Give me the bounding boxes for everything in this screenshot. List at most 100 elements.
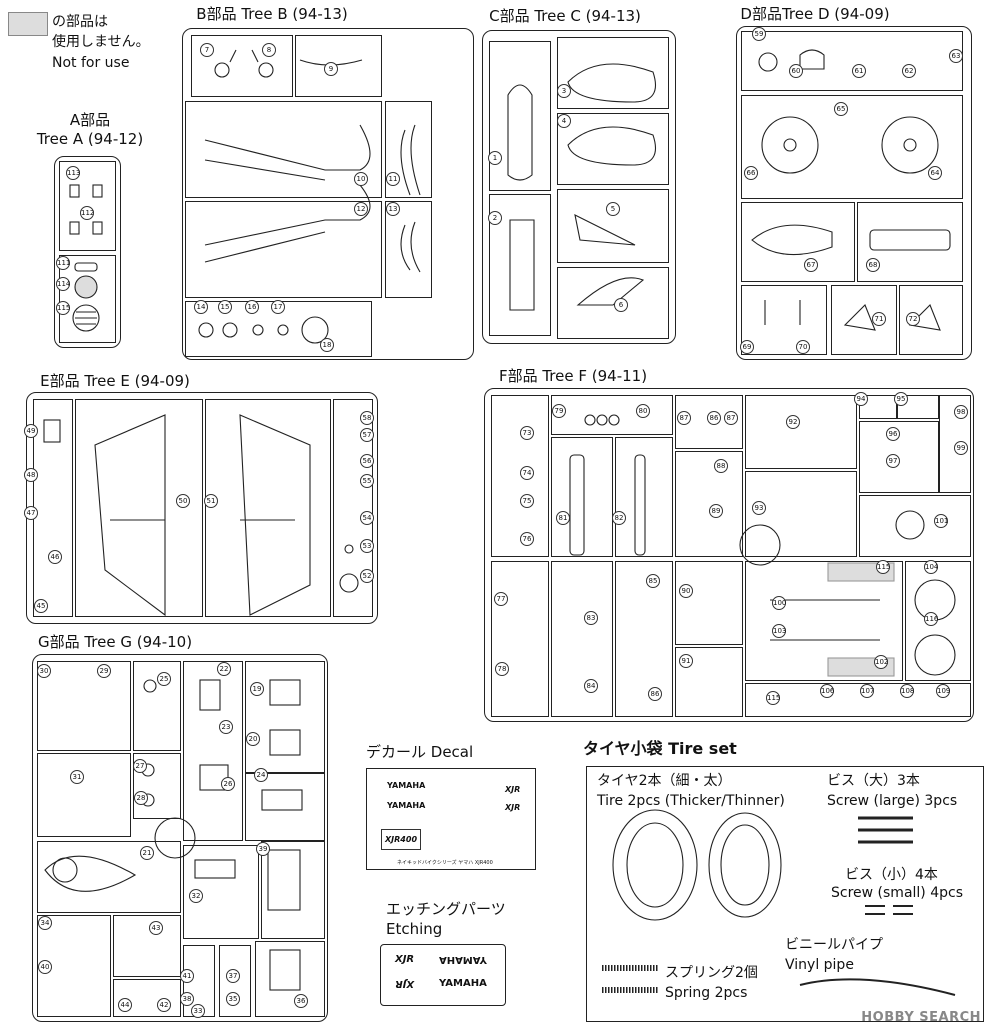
tree-f-cell-fork-r (551, 437, 613, 557)
part-number-badge: 115 (56, 301, 70, 315)
runner-hub-icon (739, 524, 781, 566)
part-number-badge: 66 (744, 166, 758, 180)
part-number-badge: 63 (949, 49, 963, 63)
tire-thin-icon (708, 812, 782, 918)
spring-label-en: Spring 2pcs (665, 985, 748, 1001)
part-number-badge: 86 (648, 687, 662, 701)
part-number-badge: 96 (886, 427, 900, 441)
part-icon (43, 419, 61, 443)
decal-title: デカール Decal (366, 743, 474, 761)
tree-g-cell-40 (113, 915, 181, 977)
part-number-badge: 98 (954, 405, 968, 419)
carburetor-icon (267, 849, 301, 911)
part-number-badge: 25 (157, 672, 171, 686)
part-number-badge: 115 (766, 691, 780, 705)
ring-icon (252, 324, 264, 336)
ring-icon (301, 316, 329, 344)
fuel-tank-icon (567, 63, 657, 103)
part-number-badge: 67 (804, 258, 818, 272)
brake-disc-icon (914, 634, 956, 676)
part-number-badge: 97 (886, 454, 900, 468)
etching-xjr-1: XJR (395, 954, 415, 965)
tree-g-cell-30-29 (37, 661, 131, 751)
exhaust-pipe-icon (400, 221, 421, 273)
vinyl-pipe-icon (799, 978, 956, 996)
part-number-badge: 90 (679, 584, 693, 598)
decal-sheet: YAMAHA YAMAHA XJR XJR XJR400 ネイキッドバイクシリー… (366, 768, 536, 870)
tree-b-cell-pipe-l (385, 201, 432, 298)
part-number-badge: 106 (820, 684, 834, 698)
part-number-badge: 89 (709, 504, 723, 518)
part-number-badge: 74 (520, 466, 534, 480)
part-number-badge: 108 (900, 684, 914, 698)
pedal-pad-icon (92, 221, 103, 235)
decal-xjr-2: XJR (505, 803, 521, 812)
part-number-badge: 91 (679, 654, 693, 668)
lever-icon (764, 300, 801, 325)
part-number-badge: 51 (204, 494, 218, 508)
part-number-badge: 33 (191, 1004, 205, 1018)
screw-large-icon (858, 816, 913, 844)
part-number-badge: 43 (149, 921, 163, 935)
screw-large-label-en: Screw (large) 3pcs (827, 793, 958, 809)
band-icon (74, 262, 98, 272)
tree-a-label-jp: A部品 (69, 111, 111, 129)
part-icon (758, 52, 778, 72)
tree-b-cell-muffler-l (185, 201, 382, 298)
part-number-badge: 87 (677, 411, 691, 425)
part-number-badge: 95 (894, 392, 908, 406)
part-number-badge: 75 (520, 494, 534, 508)
part-number-badge: 40 (38, 960, 52, 974)
part-number-badge: 86 (707, 411, 721, 425)
part-number-badge: 9 (324, 62, 338, 76)
tree-f-cell-90 (675, 561, 743, 645)
part-number-badge: 22 (217, 662, 231, 676)
tree-a-cell-bottom (59, 255, 116, 343)
part-number-badge: 48 (24, 468, 38, 482)
bracket-icon (843, 304, 876, 331)
part-number-badge: 84 (584, 679, 598, 693)
part-number-badge: 34 (38, 916, 52, 930)
legend-text-jp2: 使用しません。 (52, 34, 150, 50)
exhaust-pipe-icon (400, 124, 421, 196)
part-number-badge: 23 (219, 720, 233, 734)
part-number-badge: 45 (34, 599, 48, 613)
engine-part-icon (199, 679, 221, 711)
tree-f-cell-plate (615, 561, 673, 717)
tree-f-cell-calipers (491, 561, 549, 717)
spring-icon (602, 965, 658, 993)
tree-f-cell-stand (745, 395, 857, 469)
decal-xjr400: XJR400 (381, 829, 422, 850)
part-number-badge: 41 (180, 969, 194, 983)
frame-icon (94, 414, 166, 617)
part-number-badge: 85 (646, 574, 660, 588)
part-number-badge: 109 (936, 684, 950, 698)
not-for-use-swatch (8, 12, 48, 36)
chain-icon (44, 855, 137, 892)
ring-icon (198, 322, 214, 338)
part-number-badge: 55 (360, 474, 374, 488)
part-number-badge: 47 (24, 506, 38, 520)
etching-title-jp: エッチングパーツ (386, 900, 506, 918)
engine-part-icon (269, 949, 301, 991)
part-number-badge: 52 (360, 569, 374, 583)
part-number-badge: 64 (928, 166, 942, 180)
part-number-badge: 14 (194, 300, 208, 314)
fuel-tank-icon (567, 126, 657, 166)
seat-base-icon (509, 219, 535, 311)
tree-c-cell-cover-l (557, 267, 669, 339)
part-number-badge: 29 (97, 664, 111, 678)
part-number-badge: 38 (180, 992, 194, 1006)
tree-b-cell-muffler-r (185, 101, 382, 198)
tree-g-label: G部品 Tree G (94-10) (37, 633, 193, 651)
etching-plate: XJR YAMAHA XJR YAMAHA (380, 944, 506, 1006)
screw-large-label-jp: ビス（大）3本 (827, 773, 920, 789)
part-number-badge: 80 (636, 404, 650, 418)
tree-c-cell-tank-l (557, 113, 669, 185)
part-number-badge: 39 (256, 842, 270, 856)
tree-f-cell-brackets (675, 451, 743, 557)
part-number-badge: 76 (520, 532, 534, 546)
part-number-badge: 115 (876, 560, 890, 574)
part-number-badge: 42 (157, 998, 171, 1012)
